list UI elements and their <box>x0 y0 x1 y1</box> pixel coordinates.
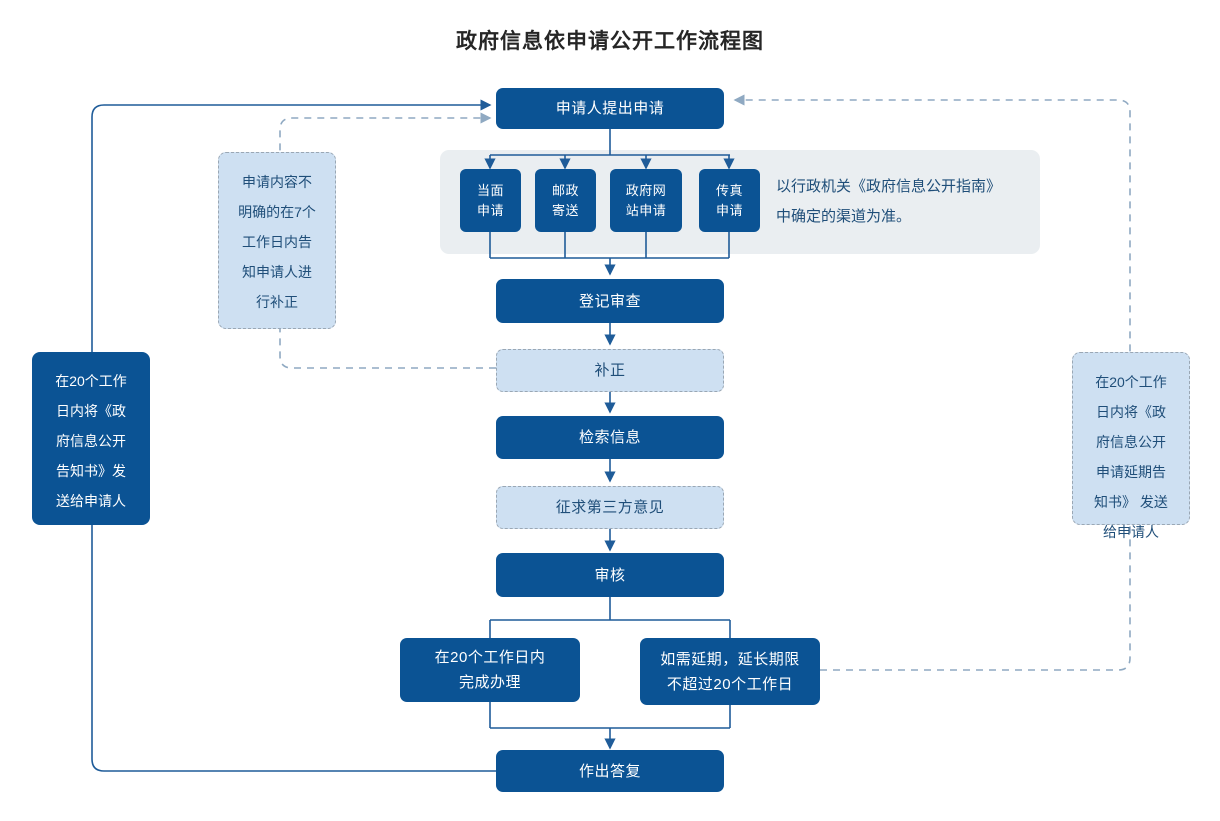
node-channel-in-person[interactable]: 当面 申请 <box>460 169 521 232</box>
annotation-unclear-application-label: 申请内容不 明确的在7个 工作日内告 知申请人进 行补正 <box>238 174 316 310</box>
node-channel-website-label: 政府网 站申请 <box>625 182 667 218</box>
annotation-unclear-application[interactable]: 申请内容不 明确的在7个 工作日内告 知申请人进 行补正 <box>218 152 336 329</box>
node-channel-postal-label: 邮政 寄送 <box>551 182 579 218</box>
node-channel-fax-label: 传真 申请 <box>715 182 743 218</box>
node-third-party-opinion-label: 征求第三方意见 <box>555 499 665 516</box>
node-extension-label: 如需延期，延长期限 不超过20个工作日 <box>660 650 800 693</box>
node-finish-within-20-days[interactable]: 在20个工作日内 完成办理 <box>400 638 580 702</box>
node-review-label: 审核 <box>594 566 626 584</box>
annotation-disclosure-notice-label: 在20个工作 日内将《政 府信息公开 告知书》发 送给申请人 <box>55 373 127 509</box>
node-supplement[interactable]: 补正 <box>496 349 724 392</box>
channel-note: 以行政机关《政府信息公开指南》 中确定的渠道为准。 <box>776 178 1002 225</box>
node-channel-website[interactable]: 政府网 站申请 <box>610 169 682 232</box>
node-channel-postal[interactable]: 邮政 寄送 <box>535 169 596 232</box>
node-make-reply-label: 作出答复 <box>578 762 641 780</box>
node-search-information-label: 检索信息 <box>578 429 641 446</box>
annotation-disclosure-notice[interactable]: 在20个工作 日内将《政 府信息公开 告知书》发 送给申请人 <box>32 352 150 525</box>
page-title: 政府信息依申请公开工作流程图 <box>456 30 764 53</box>
node-start-label: 申请人提出申请 <box>555 100 665 117</box>
node-channel-fax[interactable]: 传真 申请 <box>699 169 760 232</box>
node-register-review-label: 登记审查 <box>578 292 641 310</box>
node-extension[interactable]: 如需延期，延长期限 不超过20个工作日 <box>640 638 820 705</box>
node-channel-in-person-label: 当面 申请 <box>476 182 504 218</box>
node-review[interactable]: 审核 <box>496 553 724 597</box>
node-search-information[interactable]: 检索信息 <box>496 416 724 459</box>
node-finish-within-20-days-label: 在20个工作日内 完成办理 <box>434 649 546 691</box>
node-third-party-opinion[interactable]: 征求第三方意见 <box>496 486 724 529</box>
node-start[interactable]: 申请人提出申请 <box>496 88 724 129</box>
annotation-extension-notice-label: 在20个工作 日内将《政 府信息公开 申请延期告 知书》 发送 给申请人 <box>1094 374 1168 540</box>
node-make-reply[interactable]: 作出答复 <box>496 750 724 792</box>
node-register-review[interactable]: 登记审查 <box>496 279 724 323</box>
annotation-extension-notice[interactable]: 在20个工作 日内将《政 府信息公开 申请延期告 知书》 发送 给申请人 <box>1072 352 1190 540</box>
node-supplement-label: 补正 <box>594 362 626 379</box>
